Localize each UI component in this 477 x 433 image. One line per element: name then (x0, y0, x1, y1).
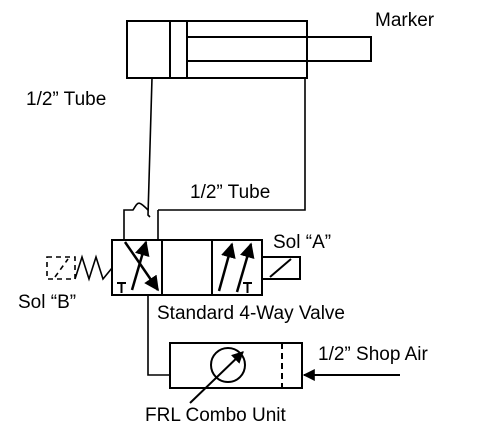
tube-lower-label: 1/2” Tube (190, 182, 271, 203)
return-spring (74, 254, 113, 282)
valve-left-arrow-1 (123, 241, 160, 292)
solenoid-a (261, 256, 301, 280)
solenoid-a-coil (261, 256, 301, 280)
valve-exhaust-left (117, 282, 126, 293)
solenoid-b-winding (54, 258, 69, 278)
cylinder-rod (186, 36, 372, 62)
frl-label: FRL Combo Unit (145, 405, 286, 426)
sol-a-label: Sol “A” (273, 232, 332, 253)
frl-unit (169, 342, 303, 404)
frl-body (169, 342, 303, 389)
tubes (123, 77, 306, 240)
valve-right-arrow-2 (235, 242, 255, 293)
solenoid-b-coil (46, 256, 76, 280)
cylinder-barrel (126, 20, 308, 79)
four-way-valve (111, 239, 263, 296)
valve-right-arrow-1 (217, 242, 236, 292)
tube-left (147, 77, 153, 218)
tube-right (175, 78, 306, 211)
cylinder-piston (169, 20, 188, 79)
marker-label: Marker (375, 10, 435, 31)
valve-exhaust-right (243, 282, 252, 293)
tube-crossover (123, 202, 149, 240)
gauge-icon (210, 347, 246, 383)
shop-air-label: 1/2” Shop Air (318, 344, 428, 365)
solenoid-b (46, 254, 113, 282)
valve-label: Standard 4-Way Valve (157, 303, 345, 324)
sol-b-label: Sol “B” (18, 292, 77, 313)
supply-line (147, 295, 170, 376)
valve-left-arrow-2 (130, 240, 150, 291)
frl-adjust-arrow (189, 351, 244, 404)
solenoid-a-winding (269, 258, 292, 278)
air-cylinder (126, 20, 372, 79)
tube-upper-label: 1/2” Tube (26, 89, 107, 110)
